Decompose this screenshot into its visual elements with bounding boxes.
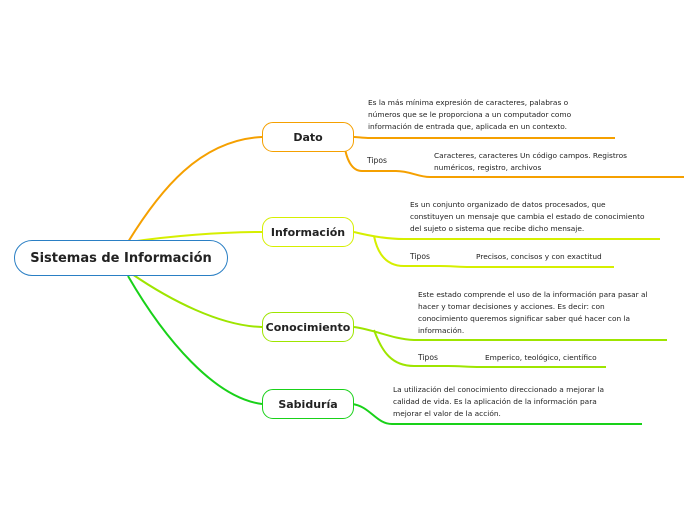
branch-conocimiento[interactable]: Conocimiento [262,312,354,342]
branch-sabiduria[interactable]: Sabiduría [262,389,354,419]
connector-root-dato [127,136,263,243]
conocimiento-definition-line: información. [418,326,465,335]
root-node[interactable]: Sistemas de Información [14,240,228,276]
informacion-tipos-value-line: Precisos, concisos y con exactitud [476,252,602,261]
branch-conocimiento-label: Conocimiento [265,320,351,334]
conocimiento-definition: Este estado comprende el uso de la infor… [418,289,648,337]
conocimiento-definition-line: Este estado comprende el uso de la infor… [418,290,648,299]
connector-informacion-tipos [373,235,440,267]
conocimiento-definition-line: hacer y tomar decisiones y acciones. Es … [418,302,605,311]
connector-conocimiento-tipos [373,329,448,367]
informacion-definition-line: del sujeto o sistema que recibe dicho me… [410,224,585,233]
connector-informacion-definition [353,231,660,240]
dato-definition-line: números que se le proporciona a un compu… [368,110,572,119]
connector-root-conocimiento [131,273,263,328]
conocimiento-tipos-label: Tipos [418,353,438,362]
dato-tipos-value-line: numéricos, registro, archivos [434,163,542,172]
conocimiento-definition-line: conocimiento queremos significar saber q… [418,314,631,323]
conocimiento-tipos-value-line: Emperico, teológico, científico [485,353,597,362]
informacion-definition-line: constituyen un mensaje que cambia el est… [410,212,645,221]
sabiduria-definition: La utilización del conocimiento direccio… [393,384,604,420]
branch-sabiduria-label: Sabiduría [278,397,338,411]
sabiduria-definition-line: La utilización del conocimiento direccio… [393,385,605,394]
connector-dato-tipos-value [395,170,684,178]
sabiduria-definition-line: mejorar el valor de la acción. [393,409,501,418]
dato-definition: Es la más mínima expresión de caracteres… [368,97,571,133]
branch-informacion-label: Información [270,225,346,239]
informacion-definition: Es un conjunto organizado de datos proce… [410,199,645,235]
branch-dato-label: Dato [293,130,323,144]
dato-definition-line: Es la más mínima expresión de caracteres… [368,98,569,107]
connector-root-sabiduria [127,275,263,405]
connector-sabiduria-definition [351,403,642,425]
connector-informacion-tipos-value [439,265,614,268]
dato-tipos-label: Tipos [367,156,387,165]
sabiduria-definition-line: calidad de vida. Es la aplicación de la … [393,397,597,406]
branch-dato[interactable]: Dato [262,122,354,152]
conocimiento-tipos-value: Emperico, teológico, científico [485,352,597,364]
connector-conocimiento-tipos-value [447,365,606,368]
informacion-definition-line: Es un conjunto organizado de datos proce… [410,200,606,209]
dato-definition-line: información de entrada que, aplicada en … [368,122,568,131]
informacion-tipos-value: Precisos, concisos y con exactitud [476,251,602,263]
root-label: Sistemas de Información [30,250,212,266]
connector-conocimiento-definition [353,326,667,341]
branch-informacion[interactable]: Información [262,217,354,247]
dato-tipos-value-line: Caracteres, caracteres Un código campos.… [434,151,628,160]
dato-tipos-value: Caracteres, caracteres Un código campos.… [434,150,627,174]
connector-dato-definition [353,136,615,139]
informacion-tipos-label: Tipos [410,252,430,261]
